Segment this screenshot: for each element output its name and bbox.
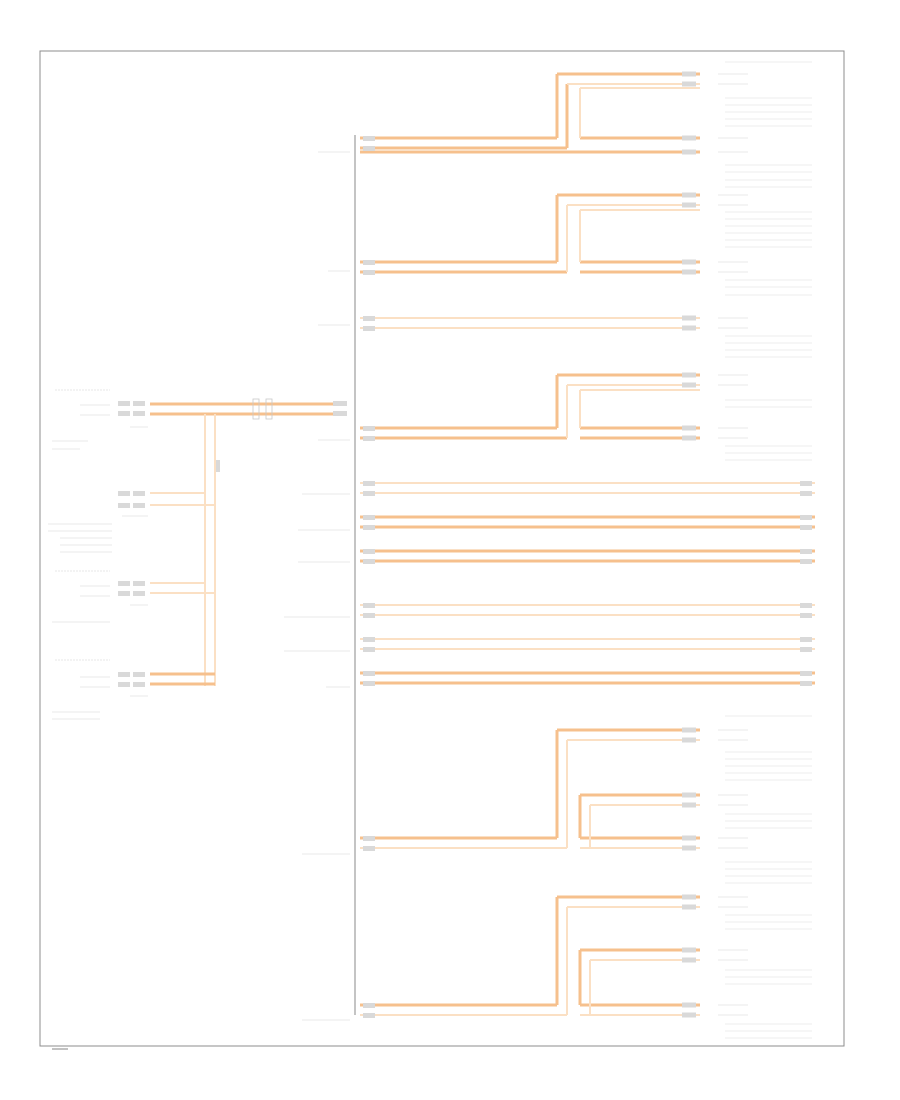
terminal-block <box>682 1012 696 1018</box>
left-module-cluster <box>52 389 148 450</box>
terminal-block <box>682 947 696 953</box>
terminal-block <box>682 202 696 208</box>
terminal-block <box>682 727 696 733</box>
branch-group-l <box>360 895 700 1016</box>
terminal-block <box>682 802 696 808</box>
splice-1 <box>252 398 260 420</box>
branch-group-k <box>360 728 700 849</box>
straight-pairs <box>360 482 815 685</box>
terminal-block <box>682 845 696 851</box>
terminal-block <box>682 259 696 265</box>
terminal-block <box>682 269 696 275</box>
terminal-block <box>682 1002 696 1008</box>
bus-branch-labels <box>284 151 350 1021</box>
terminal-block <box>682 71 696 77</box>
terminal-block <box>682 135 696 141</box>
left-module-2 <box>48 491 215 553</box>
left-trunk <box>150 398 347 686</box>
terminal-block <box>682 382 696 388</box>
branch-group-a <box>360 72 700 154</box>
terminal-block <box>682 81 696 87</box>
terminal-block <box>682 957 696 963</box>
terminal-block <box>682 192 696 198</box>
terminal-block <box>682 425 696 431</box>
branch-group-c <box>360 317 700 329</box>
terminal-block <box>682 792 696 798</box>
terminal-block <box>682 315 696 321</box>
terminal-block <box>682 372 696 378</box>
terminal-block <box>682 325 696 331</box>
left-module-3 <box>52 570 215 623</box>
terminal-block <box>682 737 696 743</box>
terminal-block <box>682 835 696 841</box>
diagram-frame <box>39 50 845 1047</box>
terminal-block <box>682 149 696 155</box>
branch-group-b <box>360 193 700 274</box>
splice-2 <box>265 398 273 420</box>
bus-label-tag <box>216 460 220 472</box>
bus-connectors <box>363 136 375 1018</box>
terminal-block <box>682 904 696 910</box>
branch-group-d <box>360 373 700 440</box>
right-edge-connectors <box>800 481 812 686</box>
terminal-block <box>682 435 696 441</box>
right-module-terminals <box>682 61 812 1039</box>
terminal-block <box>682 894 696 900</box>
left-module-4 <box>52 659 215 720</box>
